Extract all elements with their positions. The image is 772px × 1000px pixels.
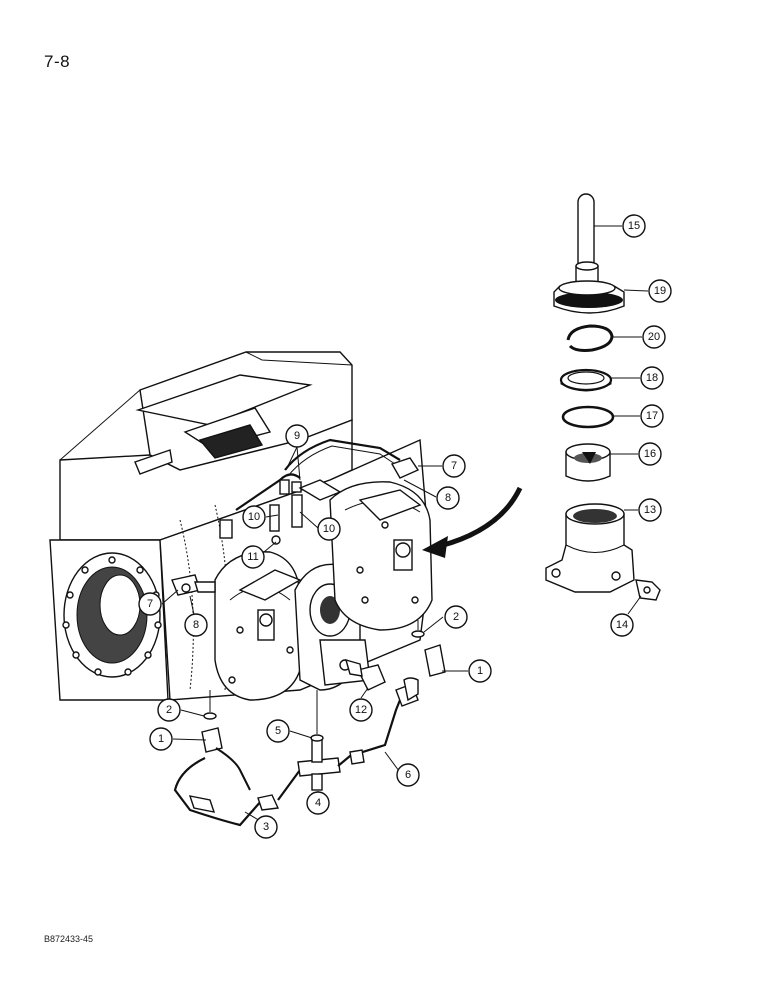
svg-text:12: 12 <box>355 704 367 716</box>
svg-text:20: 20 <box>648 331 660 343</box>
svg-text:1: 1 <box>477 665 483 677</box>
callouts: 15 19 20 18 17 16 13 14 9 7 8 10 10 11 7… <box>138 214 672 839</box>
snap-ring-20 <box>566 324 614 352</box>
callout-13: 13 <box>638 498 662 522</box>
callout-4: 4 <box>306 791 330 815</box>
svg-text:7: 7 <box>147 598 153 610</box>
callout-5: 5 <box>266 719 290 743</box>
callout-11: 11 <box>241 545 265 569</box>
callout-2-right: 2 <box>444 605 468 629</box>
left-fittings <box>171 574 216 596</box>
callout-8-right: 8 <box>436 486 460 510</box>
callout-8-left: 8 <box>184 613 208 637</box>
page-number: 7-8 <box>44 52 71 71</box>
svg-text:2: 2 <box>166 704 172 716</box>
callout-18: 18 <box>640 366 664 390</box>
svg-text:7: 7 <box>451 460 457 472</box>
svg-text:4: 4 <box>315 797 321 809</box>
pump-assembly-right <box>329 481 433 631</box>
o-ring-17 <box>561 405 615 429</box>
callout-17: 17 <box>640 404 664 428</box>
bolt-holes <box>62 556 162 676</box>
callout-16: 16 <box>638 442 662 466</box>
callout-1-left: 1 <box>149 727 173 751</box>
svg-text:5: 5 <box>275 725 281 737</box>
svg-text:8: 8 <box>193 619 199 631</box>
upper-hydraulic-lines <box>219 438 420 545</box>
callout-19: 19 <box>648 279 672 303</box>
direction-arrow <box>422 486 523 558</box>
svg-text:18: 18 <box>646 372 658 384</box>
exploded-component-stack <box>545 193 661 601</box>
cap-19 <box>553 261 625 314</box>
callout-15: 15 <box>622 214 646 238</box>
pump-assembly-left <box>214 551 302 701</box>
svg-text:3: 3 <box>263 821 269 833</box>
svg-text:10: 10 <box>248 511 260 523</box>
svg-text:2: 2 <box>453 611 459 623</box>
svg-text:16: 16 <box>644 448 656 460</box>
svg-text:1: 1 <box>158 733 164 745</box>
callout-7-right: 7 <box>442 454 466 478</box>
callout-12: 12 <box>349 698 373 722</box>
callout-1-right: 1 <box>468 659 492 683</box>
svg-text:10: 10 <box>323 523 335 535</box>
lower-hydraulic-line <box>173 620 446 827</box>
sleeve-16 <box>565 443 611 482</box>
figure-code: B872433-45 <box>44 934 94 944</box>
callout-6: 6 <box>396 763 420 787</box>
callout-9: 9 <box>285 424 309 448</box>
svg-text:15: 15 <box>628 220 640 232</box>
svg-text:14: 14 <box>616 619 628 631</box>
callout-10-left: 10 <box>242 505 266 529</box>
svg-text:11: 11 <box>247 551 258 563</box>
callout-14: 14 <box>610 613 634 637</box>
svg-text:17: 17 <box>646 410 658 422</box>
callout-3: 3 <box>254 815 278 839</box>
svg-text:13: 13 <box>644 504 656 516</box>
callout-2-left: 2 <box>157 698 181 722</box>
callout-10-right: 10 <box>317 517 341 541</box>
svg-text:8: 8 <box>445 492 451 504</box>
svg-text:9: 9 <box>294 430 300 442</box>
svg-text:19: 19 <box>654 285 666 297</box>
fitting-14 <box>635 579 661 601</box>
callout-7-left: 7 <box>138 592 162 616</box>
housing-13 <box>545 503 635 593</box>
callout-20: 20 <box>642 325 666 349</box>
svg-text:6: 6 <box>405 769 411 781</box>
washer-18 <box>559 368 613 392</box>
